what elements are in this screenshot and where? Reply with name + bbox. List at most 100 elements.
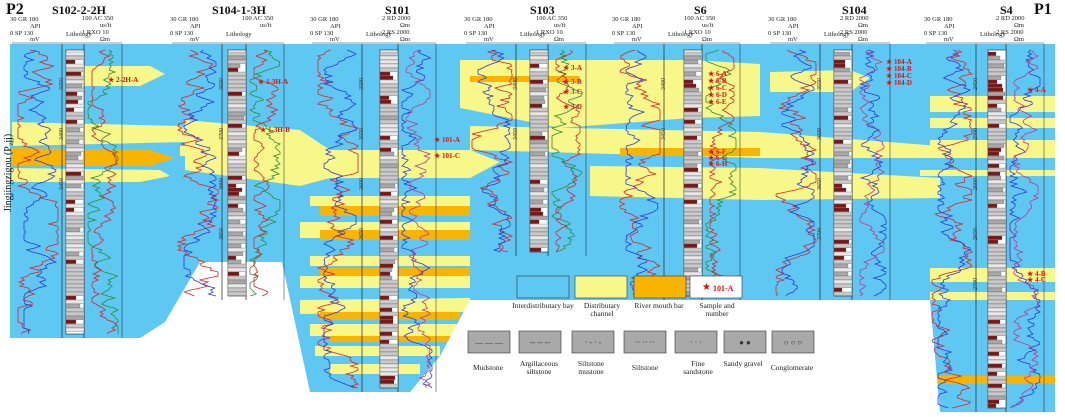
- star-icon: ★: [258, 78, 265, 86]
- lith-label-fine-sandstone: Fine sandstone: [683, 359, 713, 376]
- legend-label-channel: Distributary channel: [583, 301, 621, 318]
- header-api-5: API: [788, 23, 799, 30]
- gr-curve-3: [471, 49, 514, 253]
- legend-label-bay: Interdistributary bay: [512, 301, 574, 310]
- header-r2-4: 1 RXO 10: [684, 29, 711, 36]
- sample-marker-6-E: ★ 6-E: [708, 98, 727, 106]
- header-r1-6: 2 RD 2000: [996, 15, 1025, 22]
- sample-marker-4-B: ★ 4-B: [1027, 270, 1046, 278]
- sample-label: 104-C: [894, 72, 912, 80]
- sample-label: 1-3H-B: [268, 126, 290, 134]
- depth-tick-5-0: 3550: [817, 78, 823, 90]
- gr-curve-5: [775, 49, 818, 297]
- depth-tick-5-3: 3700: [817, 228, 823, 240]
- header-mv-1: mV: [190, 36, 200, 43]
- well-name-s101: S101: [385, 3, 410, 17]
- ac-curve-3: [550, 49, 583, 253]
- well-name-s6: S6: [694, 3, 707, 17]
- gr-curve-2: [316, 49, 360, 389]
- star-icon: ★: [1027, 276, 1034, 284]
- depth-tick-1-0: 3650: [219, 78, 225, 90]
- header-lith-5: Lithology: [824, 31, 850, 38]
- lith-swatch-0: [467, 330, 511, 354]
- sample-marker-3-C: ★ 3-C: [563, 88, 582, 96]
- sample-label: 104-D: [894, 79, 912, 87]
- header-sp-6: 0 SP 130: [924, 30, 948, 37]
- ac-curve-0: [87, 49, 119, 334]
- lith-label-siltstone-mustone: Siltstone mustone: [577, 359, 605, 376]
- sample-marker-3-B: ★ 3-B: [563, 78, 582, 86]
- star-icon: ★: [708, 154, 715, 162]
- star-icon: ★: [708, 77, 715, 85]
- header-sp-3: 0 SP 130: [464, 30, 488, 37]
- header-sp-1: 0 SP 130: [170, 30, 194, 37]
- mouth-bar-bodies: [12, 76, 1055, 384]
- header-gr-2: 30 GR 180: [310, 16, 339, 23]
- sample-marker-3-D: ★ 3-D: [563, 103, 582, 111]
- sample-marker-101-A: ★ 101-A: [434, 136, 460, 144]
- depth-tick-0-2: 3450: [59, 178, 65, 190]
- header-lith-6: Lithology: [980, 31, 1006, 38]
- lower-white-area: [410, 300, 940, 412]
- header-sp-2: 0 SP 130: [310, 30, 334, 37]
- sample-label: 4-C: [1035, 276, 1046, 284]
- lith-pattern-4: · · ·: [690, 338, 702, 347]
- star-icon: ★: [886, 65, 893, 73]
- header-r2u-0: Ωm: [100, 36, 110, 43]
- well-column-4: [614, 42, 741, 300]
- header-r1u-3: us/ft: [554, 22, 566, 29]
- sample-marker-6-H: ★ 6-H: [708, 160, 727, 168]
- header-lith-3: Lithology: [520, 31, 546, 38]
- star-icon: ★: [108, 76, 115, 84]
- lith-label-argillaceous-siltstone: Argillaceous siltstone: [519, 359, 559, 376]
- sample-label: 2-2H-A: [116, 76, 139, 84]
- depth-tick-2-0: 3500: [359, 78, 365, 90]
- sample-label: 1-3H-A: [266, 78, 289, 86]
- header-r1u-6: Ωm: [1014, 22, 1024, 29]
- legend-swatch-sample: [689, 275, 743, 299]
- rxo-curve-2: [405, 49, 432, 389]
- header-mv-6: mV: [944, 36, 954, 43]
- star-icon: ★: [702, 282, 711, 293]
- star-icon: ★: [708, 160, 715, 168]
- header-api-3: API: [484, 23, 495, 30]
- rxo-curve-1: [253, 49, 279, 297]
- well-column-3: [466, 42, 587, 256]
- header-r1u-4: us/ft: [702, 22, 714, 29]
- header-lith-4: Lithology: [668, 31, 694, 38]
- sample-label: 6-H: [716, 160, 728, 168]
- header-r1u-1: us/ft: [260, 22, 272, 29]
- depth-tick-6-2: 2600: [973, 178, 979, 190]
- legend-facies-swatches: ★: [516, 275, 743, 299]
- sample-label: 3-B: [571, 78, 582, 86]
- star-icon: ★: [708, 148, 715, 156]
- ac-curve-1: [248, 49, 282, 297]
- header-r2-5: 2 RS 2000: [840, 29, 868, 36]
- sample-label: 6-C: [716, 84, 727, 92]
- header-api-4: API: [632, 23, 643, 30]
- star-icon: ★: [434, 152, 441, 160]
- legend-swatch-bay: [516, 275, 570, 299]
- star-icon: ★: [708, 98, 715, 106]
- well-columns-layer: [12, 42, 1045, 412]
- header-r2u-2: Ωm: [400, 36, 410, 43]
- header-r1-5: 2 RD 2000: [840, 15, 869, 22]
- star-icon: ★: [434, 136, 441, 144]
- lith-pattern-6: ○ ○ ○: [784, 338, 803, 347]
- sample-label: 3-D: [571, 103, 582, 111]
- sample-label: 4-B: [1035, 270, 1046, 278]
- header-api-0: API: [30, 23, 41, 30]
- star-icon: ★: [708, 91, 715, 99]
- star-icon: ★: [886, 58, 893, 66]
- lith-label-conglomerate: Conglomerate: [770, 363, 814, 372]
- depth-tick-3-0: 3400: [513, 78, 519, 90]
- sample-label: 101-C: [442, 152, 460, 160]
- lith-label-mudstone: Mudstone: [473, 363, 503, 372]
- well-name-s104: S104: [842, 3, 867, 17]
- header-r2u-6: Ωm: [1014, 36, 1024, 43]
- header-mv-0: mV: [30, 36, 40, 43]
- well-name-s102: S102-2-2H: [52, 3, 106, 17]
- sample-label: 6-D: [716, 91, 727, 99]
